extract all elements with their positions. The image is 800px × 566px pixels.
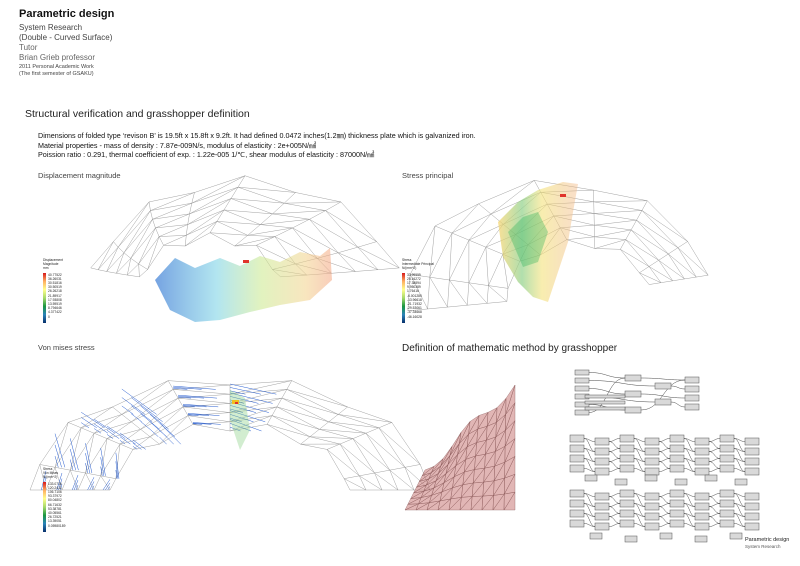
legend-value: 0 xyxy=(48,314,50,319)
header-line-3: Tutor xyxy=(19,43,38,52)
vonmises-legend-title-1: Stress xyxy=(43,467,53,471)
vonmises-legend: Stress Von Mises N/(mm^2) 133.0716 120.2… xyxy=(43,467,65,532)
legend-value: 53.38781 xyxy=(48,506,62,511)
legend-value: 4.377422 xyxy=(48,310,62,315)
legend-value: 106.7106 xyxy=(48,490,62,495)
stress-legend-values: 33.99999 25.16272 17.38894 9.950389 1.76… xyxy=(407,273,422,319)
description-line-1: Dimensions of folded type ‘revison B’ is… xyxy=(38,131,476,140)
legend-value: 8.794646 xyxy=(48,306,62,311)
footer-subtitle: System Research xyxy=(745,544,781,549)
stress-legend-title-2: Intermediate Principal xyxy=(402,262,434,267)
legend-value: 9.950389 xyxy=(407,285,421,290)
legend-value: -21.71932 xyxy=(407,302,422,307)
vonmises-mesh-figure xyxy=(29,380,431,491)
vonmises-legend-bar xyxy=(43,481,46,532)
definition-label: Definition of mathematic method by grass… xyxy=(402,343,618,354)
legend-value: -37.34668 xyxy=(407,310,422,315)
header-title: Parametric design xyxy=(19,8,115,20)
legend-value: 30.50519 xyxy=(48,285,62,290)
legend-value: -6.001280 xyxy=(407,293,422,298)
legend-value: 66.71632 xyxy=(48,502,62,507)
vonmises-label: Von mises stress xyxy=(38,343,95,352)
description-line-2: Material properties - mass of density : … xyxy=(38,141,317,150)
stress-legend-bar xyxy=(402,272,405,323)
legend-value: 0.05980189 xyxy=(48,523,66,528)
legend-value: 40.05561 xyxy=(48,511,62,516)
vonmises-legend-title-3: N/(mm^2) xyxy=(43,475,58,480)
displacement-legend-title-3: mm xyxy=(43,266,49,271)
legend-value: 80.04802 xyxy=(48,498,62,503)
stress-label: Stress principal xyxy=(402,171,454,180)
header-line-5: 2011 Personal Academic Work xyxy=(19,64,94,70)
displacement-legend-bar xyxy=(43,272,46,323)
header-line-4: Brian Grieb professor xyxy=(19,53,96,62)
footer-title: Parametric design xyxy=(745,537,790,543)
legend-value: 26.26218 xyxy=(48,289,62,294)
section-title: Structural verification and grasshopper … xyxy=(25,108,250,120)
stress-legend-title-1: Stress xyxy=(402,258,412,262)
legend-value: 17.93808 xyxy=(48,297,62,302)
legend-value: 93.37972 xyxy=(48,494,62,499)
displacement-legend-title-1: Displacement xyxy=(43,258,63,262)
surface-render-figure xyxy=(404,384,516,511)
legend-value: -13.96618 xyxy=(407,297,422,302)
header-line-1: System Research xyxy=(19,23,83,32)
legend-value: 120.2411 xyxy=(48,485,62,490)
legend-value: 17.38894 xyxy=(407,281,421,286)
legend-value: -46.16028 xyxy=(407,314,422,319)
displacement-mesh-figure xyxy=(90,175,400,322)
description-line-3: Poission ratio : 0.291, thermal coeffici… xyxy=(38,150,375,159)
header-line-6: (The first semester of GSAKU) xyxy=(19,71,94,77)
legend-value: 133.0716 xyxy=(48,481,62,486)
displacement-legend-title-2: Magnitude xyxy=(43,262,59,267)
legend-value: 30.51816 xyxy=(48,281,62,286)
legend-value: 13.59519 xyxy=(48,302,62,307)
legend-value: -29.53061 xyxy=(407,306,422,311)
stress-mesh-figure xyxy=(407,180,709,312)
legend-value: 1.76416 xyxy=(407,289,419,294)
grasshopper-definition-figure xyxy=(569,369,760,543)
header-line-2: (Double - Curved Surface) xyxy=(19,33,113,42)
stress-legend-title-3: N/(mm^2) xyxy=(402,266,417,271)
legend-value: 26.72521 xyxy=(48,515,62,520)
legend-value: 21.89917 xyxy=(48,293,62,298)
legend-value: 36.26031 xyxy=(48,276,62,281)
stress-legend: Stress Intermediate Principal N/(mm^2) 3… xyxy=(402,258,434,323)
legend-value: 25.16272 xyxy=(407,276,421,281)
vonmises-legend-values: 133.0716 120.2411 106.7106 93.37972 80.0… xyxy=(48,482,65,528)
legend-value: 33.99999 xyxy=(407,272,421,277)
displacement-legend: Displacement Magnitude mm 40.77522 36.26… xyxy=(43,258,63,323)
vonmises-legend-title-2: Von Mises xyxy=(43,471,59,476)
legend-value: 13.39051 xyxy=(48,519,62,524)
displacement-legend-values: 40.77522 36.26031 30.51816 30.50519 26.2… xyxy=(48,273,62,319)
displacement-label: Displacement magnitude xyxy=(38,171,121,180)
legend-value: 40.77522 xyxy=(48,272,62,277)
